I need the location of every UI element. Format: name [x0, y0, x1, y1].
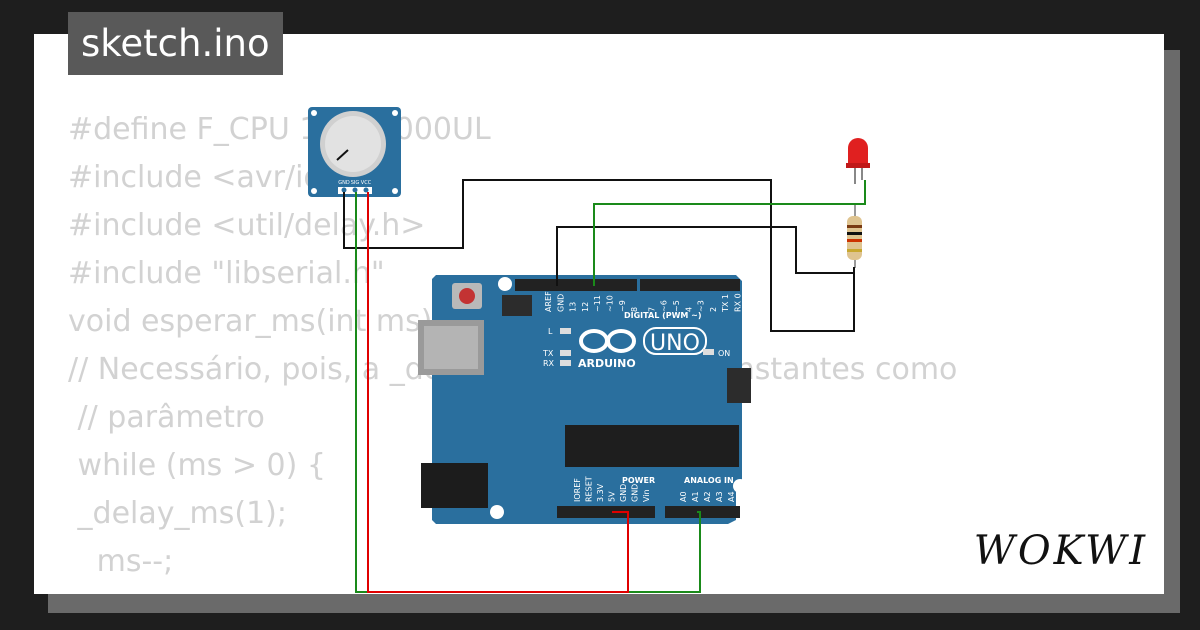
red-led[interactable]: [846, 138, 870, 184]
pin-label: RX 0: [734, 293, 743, 312]
wokwi-logo: WOKWI: [973, 528, 1148, 574]
pot-pin-label: SIG: [351, 180, 360, 186]
rx-label: RX: [543, 359, 555, 368]
mount-hole: [490, 505, 504, 519]
pin-label: A0: [679, 491, 688, 502]
wire-green-pot-sig[interactable]: [355, 192, 701, 593]
digital-label: DIGITAL (PWM ~): [624, 311, 702, 320]
digital-header-left: [515, 279, 637, 291]
code-line: while (ms > 0) {: [68, 448, 326, 483]
pin-label: 8: [630, 307, 639, 312]
pin-label: GND: [631, 484, 640, 502]
pin-label: ~11: [593, 295, 602, 312]
tx-led-indicator: [560, 350, 571, 356]
pin-label: RESET: [585, 476, 594, 502]
code-line: void esperar_ms(int ms) {: [68, 304, 462, 339]
wire-green-led[interactable]: [593, 180, 866, 286]
pin-label: A3: [715, 491, 724, 502]
pin-label: ~9: [618, 300, 627, 312]
pin-label: 5V: [608, 491, 617, 502]
power-jack: [421, 463, 488, 508]
uno-badge: [643, 327, 707, 355]
pin-label: A1: [691, 491, 700, 502]
l-led-indicator: [560, 328, 571, 334]
pin-label: GND: [619, 484, 628, 502]
pin-label: A2: [703, 491, 712, 502]
code-line: }: [68, 586, 957, 594]
uno-label: UNO: [650, 331, 700, 356]
pot-pin-label: VCC: [361, 180, 372, 186]
analog-header: [665, 506, 740, 518]
pin-label: AREF: [544, 291, 553, 312]
knob-indicator: [336, 149, 349, 161]
tx-label: TX: [542, 349, 554, 358]
resistor[interactable]: [847, 205, 862, 268]
pin-label: 7: [647, 307, 656, 312]
pin-label: ~10: [606, 295, 615, 312]
file-title[interactable]: sketch.ino: [68, 12, 283, 75]
reset-button[interactable]: [459, 288, 475, 304]
pin-label: TX 1: [721, 294, 730, 313]
code-line: _delay_ms(1);: [68, 496, 287, 531]
pot-pin-label: GND: [338, 180, 350, 186]
code-line: #include <util/delay.h>: [68, 208, 426, 243]
pin-label: 3.3V: [596, 483, 605, 502]
pin-label: ~5: [672, 300, 681, 312]
mount-hole: [733, 479, 747, 493]
pin-label: 2: [709, 307, 718, 312]
wire-black-pot-gnd[interactable]: [343, 179, 855, 332]
pin-label: Vin: [642, 489, 651, 502]
pin-label: ~3: [697, 300, 706, 312]
pin-label: 13: [569, 302, 578, 312]
pin-label: 12: [581, 302, 590, 312]
pin-label: A5: [739, 491, 748, 502]
atmega-chip: [565, 425, 739, 467]
usb-connector-inner: [424, 326, 478, 369]
analog-label: ANALOG IN: [684, 476, 734, 485]
pin-label: A4: [727, 491, 736, 502]
mount-hole: [498, 277, 512, 291]
on-led-indicator: [703, 349, 714, 355]
code-line: ms--;: [68, 544, 174, 579]
arduino-brand-label: ARDUINO: [578, 357, 636, 370]
digital-header-right: [640, 279, 740, 291]
power-label: POWER: [622, 476, 655, 485]
code-line: // parâmetro: [68, 400, 265, 435]
arduino-uno-board[interactable]: UNO ARDUINO DIGITAL (PWM ~) POWER ANALOG…: [418, 275, 751, 524]
wire-black-gnd-resistor[interactable]: [556, 226, 854, 286]
pin-label: GND: [556, 294, 565, 312]
wire-red-pot-vcc[interactable]: [367, 192, 629, 593]
pin-label: 4: [684, 307, 693, 312]
arduino-logo-icon: [579, 329, 636, 353]
rx-led-indicator: [560, 360, 571, 366]
power-header: [557, 506, 655, 518]
icsp-header-right: [727, 368, 751, 403]
pin-label: IOREF: [573, 478, 582, 502]
l-label: L: [548, 327, 553, 336]
icsp-header-top: [502, 295, 532, 316]
on-label: ON: [718, 349, 730, 358]
pin-label: ~6: [660, 300, 669, 312]
